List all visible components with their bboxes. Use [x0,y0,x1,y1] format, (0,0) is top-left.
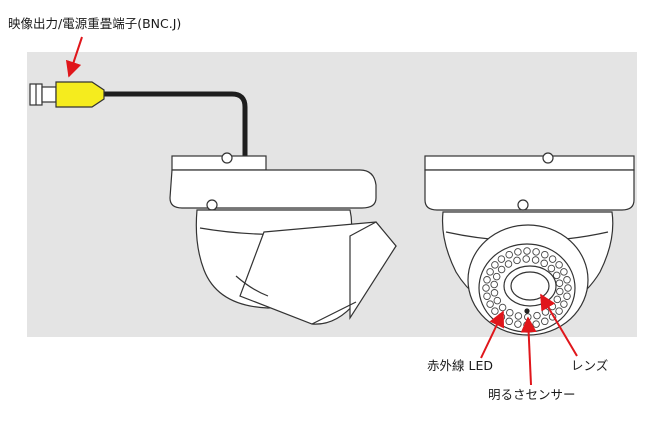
left-side-screw-icon [206,199,218,211]
ir-led [555,261,563,269]
ir-led [505,250,513,259]
pointer-arrows [65,36,578,386]
right-top-cap [424,155,635,171]
ir-led [490,280,498,289]
ir-led [505,317,513,326]
ir-led [497,255,506,263]
ir-led [560,268,568,276]
ir-led [490,289,499,297]
label-ir-led: 赤外線 LED [427,358,493,373]
ir-led [486,300,494,308]
right-camera-front-view [424,152,635,336]
ir-led [483,292,491,300]
ir-led [532,320,540,328]
ir-led [552,271,561,280]
ir-led [506,308,514,317]
ir-led [540,259,548,268]
right-side-screw-icon [517,199,529,211]
bnc-connector [29,81,105,108]
arrow-lens [540,293,578,357]
label-light-sensor: 明るさセンサー [488,387,576,402]
ir-led [541,250,549,259]
ir-led [564,284,572,292]
ir-led [482,284,490,292]
ir-led [541,308,550,316]
left-top-cap [171,155,267,171]
bnc-cable [104,91,248,158]
ir-led [547,264,556,273]
ir-led [522,255,530,263]
label-lens: レンズ [571,358,609,373]
ir-led [498,303,507,312]
ir-led [513,256,521,265]
ir-led [531,256,540,264]
ir-led [556,287,564,296]
ir-led [532,248,540,256]
ir-led [491,307,499,315]
arrow-light-sensor [520,316,537,386]
ir-led [563,292,571,300]
ir-led [497,265,506,274]
right-base-ring [424,169,635,211]
right-top-screw-icon [542,152,554,164]
ir-led [514,312,523,320]
ir-led [514,248,522,256]
ir-led [483,276,491,284]
ir-led [514,320,522,328]
ir-led [555,279,564,287]
lens-inner [510,271,550,301]
ir-led [533,311,541,320]
ir-led [492,272,501,281]
ir-led [486,268,494,276]
ir-led [491,261,499,269]
ir-led [555,307,563,315]
ir-led [523,247,531,255]
light-sensor-dot [524,308,530,314]
ir-led [548,255,557,263]
arrow-bnc-connector [65,36,83,78]
connector-yellow-sleeve [55,81,105,108]
ir-led [493,296,502,305]
left-base-ring [169,169,377,209]
arrow-ir-led [480,310,505,359]
ir-led [560,300,568,308]
ir-led [553,295,562,304]
left-camera-side-view [29,81,397,325]
ir-led [563,276,571,284]
label-bnc-connector: 映像出力/電源重畳端子(BNC.J) [8,16,182,31]
left-top-screw-icon [221,152,233,164]
ir-led [541,317,549,326]
ir-led [504,260,513,268]
